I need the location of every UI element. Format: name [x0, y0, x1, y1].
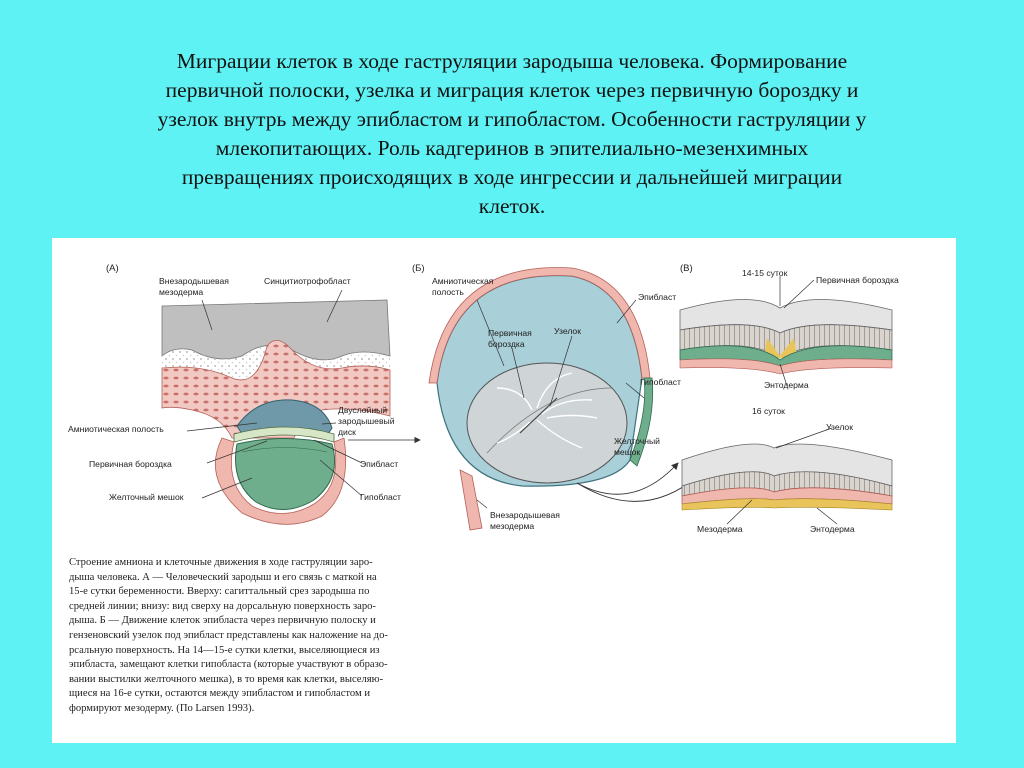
arrow-to-day-14	[576, 462, 679, 495]
panel-c-diagram: (В) 14-15 суто	[679, 263, 899, 534]
title-line: млекопитающих. Роль кадгеринов в эпители…	[215, 136, 809, 160]
panel-a-pink-surround	[215, 437, 347, 525]
caption-line: щиеся на 16-е сутки, остаются между эпиб…	[69, 688, 371, 700]
day-14-15-section	[679, 276, 893, 387]
label-yolk-sac-b1: Желточный	[614, 436, 660, 446]
yolk-sac-shape	[235, 438, 336, 511]
yolk-sac-line	[241, 447, 328, 453]
title-line: превращениях происходящих в ходе ингресс…	[181, 165, 843, 189]
extraembryonic-mesoderm-layer	[161, 340, 391, 439]
label-endoderm-top: Энтодерма	[764, 380, 809, 390]
disc-edge-line	[486, 387, 613, 454]
caption-line: Строение амниона и клеточные движения в …	[69, 557, 373, 568]
label-mesoderm: Мезодерма	[697, 524, 743, 534]
panel-b-letter: (Б)	[412, 263, 425, 274]
label-amniotic-cavity-b2: полость	[432, 287, 464, 297]
cell-migration-arrows	[496, 372, 598, 449]
label-primitive-groove-c: Первичная бороздка	[816, 275, 899, 285]
caption-line: эпибласта, замещают клетки гипобласта (к…	[69, 659, 388, 671]
title-line: узелок внутрь между эпибластом и гипобла…	[157, 107, 867, 131]
title-line: Миграции клеток в ходе гаструляции зарод…	[176, 49, 848, 73]
label-node-c: Узелок	[826, 422, 853, 432]
mesoderm-bottom-14	[679, 358, 893, 375]
label-primitive-groove-b2: бороздка	[488, 339, 525, 349]
caption-line: средней линии; внизу: вид сверху на дорс…	[69, 600, 376, 612]
label-extraembryonic-mesoderm-a: Внезародышевая	[159, 276, 229, 286]
gastrulation-diagram: (А)	[68, 263, 899, 534]
title-line: первичной полоски, узелка и миграция кле…	[165, 78, 859, 102]
caption-line: гензеновский узелок под эпибласт предста…	[69, 629, 388, 641]
caption-line: дыша человека. А — Человеческий зародыш …	[69, 571, 377, 583]
panel-a-diagram: (А)	[68, 263, 421, 525]
label-epiblast-b: Эпибласт	[638, 292, 676, 302]
figure-caption: Строение амниона и клеточные движения в …	[69, 556, 477, 717]
title-line: клеток.	[478, 194, 546, 218]
label-days-14-15: 14-15 суток	[742, 268, 788, 278]
panel-c-letter: (В)	[680, 263, 693, 274]
leader-primitive-groove-c	[783, 279, 815, 309]
label-syncytiotrophoblast: Синцитиотрофобласт	[264, 276, 351, 286]
label-primitive-groove-b1: Первичная	[488, 328, 532, 338]
panel-b-diagram: (Б)	[412, 263, 699, 531]
endoderm-layer-16	[681, 498, 893, 511]
label-primitive-groove-a: Первичная бороздка	[89, 459, 172, 469]
figure-panel: (А)	[52, 238, 956, 743]
label-node-b: Узелок	[554, 326, 581, 336]
slide-title: Миграции клеток в ходе гаструляции зарод…	[70, 47, 954, 221]
connecting-stalk-shape	[459, 469, 483, 531]
leader-node-c	[775, 427, 833, 449]
leader-endoderm-top	[779, 363, 788, 387]
caption-line: вании выстилки желточного мешка), в то в…	[69, 673, 384, 685]
panel-b-leader-lines	[476, 299, 645, 509]
panel-a-letter: (А)	[106, 263, 119, 274]
label-bilaminar-disc-3: диск	[338, 427, 356, 437]
label-bilaminar-disc-1: Двуслойный	[338, 405, 387, 415]
leader-mesoderm	[726, 499, 753, 525]
label-hypoblast-a: Гипобласт	[360, 492, 401, 502]
caption-line: рсальную поверхность. На 14—15-е сутки к…	[69, 644, 380, 656]
label-days-16: 16 суток	[752, 406, 785, 416]
embryonic-disc-shape	[466, 362, 628, 484]
label-extraembryonic-mesoderm-a2: мезодерма	[159, 287, 203, 297]
label-yolk-sac-a: Желточный мешок	[109, 492, 184, 502]
label-amniotic-cavity-a: Амниотическая полость	[68, 424, 164, 434]
label-bilaminar-disc-2: зародышевый	[338, 416, 395, 426]
leader-endoderm-bottom	[816, 507, 838, 525]
label-extraembryonic-mesoderm-b1: Внезародышевая	[490, 510, 560, 520]
label-extraembryonic-mesoderm-b2: мезодерма	[490, 521, 534, 531]
label-amniotic-cavity-b1: Амниотическая	[432, 276, 494, 286]
panel-a-leader-lines	[186, 289, 363, 499]
yolk-sac-lining	[629, 377, 654, 467]
label-yolk-sac-b2: мешок	[614, 447, 640, 457]
label-endoderm-bottom: Энтодерма	[810, 524, 855, 534]
caption-line: дыша. Б — Движение клеток эпибласта чере…	[69, 615, 376, 627]
day-16-section	[681, 427, 893, 525]
migrating-cells-14	[764, 338, 797, 358]
caption-line: 15-е сутки беременности. Вверху: сагитта…	[69, 586, 370, 598]
label-epiblast-a: Эпибласт	[360, 459, 398, 469]
caption-line: формируют мезодерму. (По Larsen 1993).	[69, 702, 255, 714]
label-hypoblast-b: Гипобласт	[640, 377, 681, 387]
